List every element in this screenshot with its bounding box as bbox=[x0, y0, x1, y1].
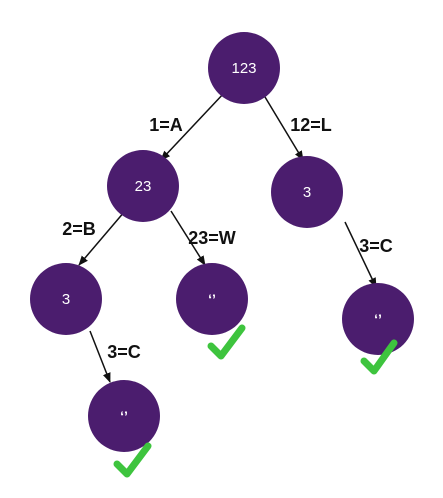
node-label: 123 bbox=[231, 60, 256, 77]
edge-3-left-to-empty-bottom bbox=[89, 330, 111, 383]
checkmark-icon bbox=[360, 339, 398, 375]
edge-label: 3=C bbox=[359, 236, 393, 256]
edge-label: 2=B bbox=[62, 219, 96, 239]
node-label: ‘’ bbox=[374, 311, 382, 327]
edges bbox=[78, 91, 377, 383]
edge-label: 3=C bbox=[107, 342, 141, 362]
edge-label: 23=W bbox=[188, 228, 236, 248]
node-empty-mid: ‘’ bbox=[176, 263, 248, 335]
edge-labels: 1=A 12=L 2=B 23=W 3=C 3=C bbox=[62, 115, 393, 362]
node-label: 3 bbox=[62, 291, 70, 308]
node-root: 123 bbox=[208, 32, 280, 104]
checkmark-icon bbox=[207, 324, 246, 360]
checkmark-icon bbox=[113, 442, 152, 478]
node-label: ‘’ bbox=[120, 408, 128, 424]
node-label: 3 bbox=[303, 184, 311, 201]
node-3-right: 3 bbox=[271, 156, 343, 228]
node-3-left: 3 bbox=[30, 263, 102, 335]
node-label: ‘’ bbox=[208, 291, 216, 307]
edge-23-to-3-left bbox=[78, 210, 126, 266]
edge-23-to-empty-mid bbox=[170, 210, 206, 266]
edge-3-right-to-empty-right bbox=[344, 221, 377, 288]
node-empty-bottom: ‘’ bbox=[88, 380, 160, 452]
nodes: 123 23 3 3 ‘’ ‘’ ‘’ bbox=[30, 32, 414, 452]
checkmarks bbox=[113, 324, 398, 478]
node-23: 23 bbox=[107, 150, 179, 222]
edge-root-to-23 bbox=[160, 91, 226, 161]
edge-root-to-3-right bbox=[261, 91, 304, 161]
node-label: 23 bbox=[135, 178, 152, 195]
node-empty-right: ‘’ bbox=[342, 283, 414, 355]
edge-label: 12=L bbox=[290, 115, 332, 135]
edge-label: 1=A bbox=[149, 115, 183, 135]
